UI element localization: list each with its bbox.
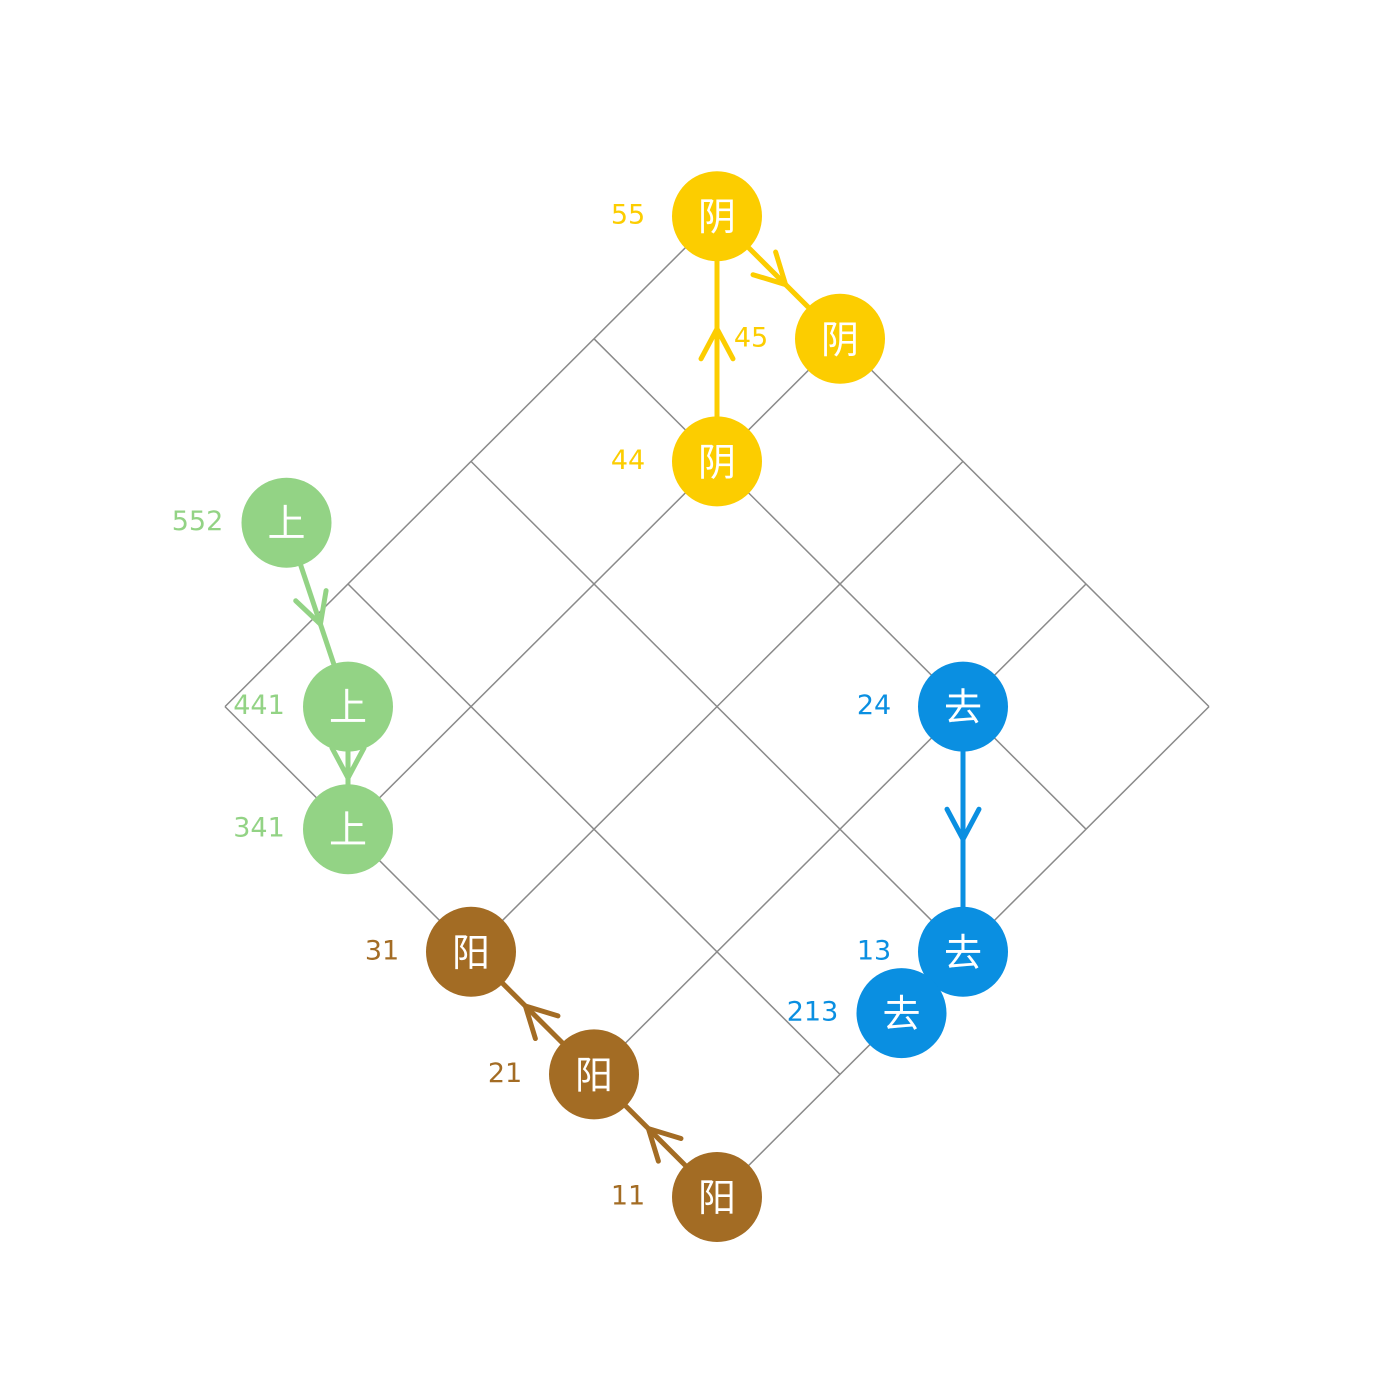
yin-ping-node-circle: [672, 416, 762, 507]
qu-node: 去 13: [857, 906, 1008, 997]
yang-ping-node-circle: [426, 906, 516, 997]
node-character: 阳: [452, 931, 490, 975]
node-character: 阳: [575, 1053, 613, 1097]
shang-node-circle: [303, 784, 393, 875]
node-character: 阴: [698, 440, 736, 484]
yang-ping-node: 阳 21: [488, 1029, 639, 1120]
node-tone-number: 441: [233, 690, 285, 721]
node-character: 上: [267, 502, 305, 546]
yin-ping-chevron-arrowhead: [698, 326, 736, 362]
shang-chevron-arrowhead: [293, 588, 329, 627]
shang-node: 上 552: [172, 477, 332, 568]
node-character: 去: [944, 686, 982, 730]
shang-node-circle: [241, 477, 332, 568]
node-tone-number: 31: [365, 935, 399, 966]
yin-ping-node-circle: [795, 293, 885, 384]
grid-line: [347, 338, 841, 830]
node-tone-number: 13: [857, 935, 891, 966]
yang-ping-node: 阳 11: [611, 1152, 762, 1242]
shang-chevron-arrowhead: [329, 745, 367, 781]
yin-ping-chevron-arrowhead: [750, 249, 789, 288]
grid-line: [224, 215, 718, 708]
grid-line: [470, 460, 964, 953]
yin-ping-node: 阴 44: [611, 416, 762, 507]
node-character: 阴: [698, 195, 736, 239]
yin-ping-node: 阴 45: [734, 293, 885, 384]
qu-node-circle: [918, 906, 1008, 997]
qu-chevron-arrowhead: [944, 806, 982, 842]
node-character: 去: [944, 931, 982, 975]
yin-ping-node-circle: [672, 171, 762, 262]
yang-ping-chevron-arrowhead: [645, 1126, 684, 1164]
node-tone-number: 45: [734, 322, 768, 353]
yang-ping-node-circle: [672, 1152, 762, 1242]
node-tone-number: 55: [611, 200, 645, 231]
tone-nodes: 阴 44 阴 55 阴 45 阳 11 阳 21 阳 31 上 552 上 441 上 341 去 24 去 13 去 213: [172, 171, 1008, 1242]
node-character: 上: [329, 808, 367, 852]
node-tone-number: 341: [233, 813, 285, 844]
node-character: 上: [329, 686, 367, 730]
node-character: 阴: [821, 318, 859, 362]
shang-node: 上 441: [233, 661, 393, 752]
qu-node-circle: [918, 661, 1008, 752]
yin-ping-node: 阴 55: [611, 171, 762, 262]
node-character: 去: [882, 992, 920, 1036]
node-tone-number: 11: [611, 1181, 645, 1212]
shang-node-circle: [303, 661, 393, 752]
yang-ping-chevron-arrowhead: [522, 1003, 561, 1042]
node-tone-number: 213: [787, 997, 839, 1028]
node-tone-number: 21: [488, 1058, 522, 1089]
qu-node-circle: [856, 968, 947, 1059]
node-character: 阳: [698, 1176, 736, 1220]
node-tone-number: 44: [611, 445, 645, 476]
yang-ping-node-circle: [549, 1029, 639, 1120]
shang-node: 上 341: [233, 784, 393, 875]
node-tone-number: 24: [857, 690, 891, 721]
qu-node: 去 213: [787, 968, 947, 1059]
node-tone-number: 552: [172, 506, 224, 537]
qu-node: 去 24: [857, 661, 1008, 752]
yang-ping-node: 阳 31: [365, 906, 516, 997]
grid-line: [593, 338, 1087, 830]
